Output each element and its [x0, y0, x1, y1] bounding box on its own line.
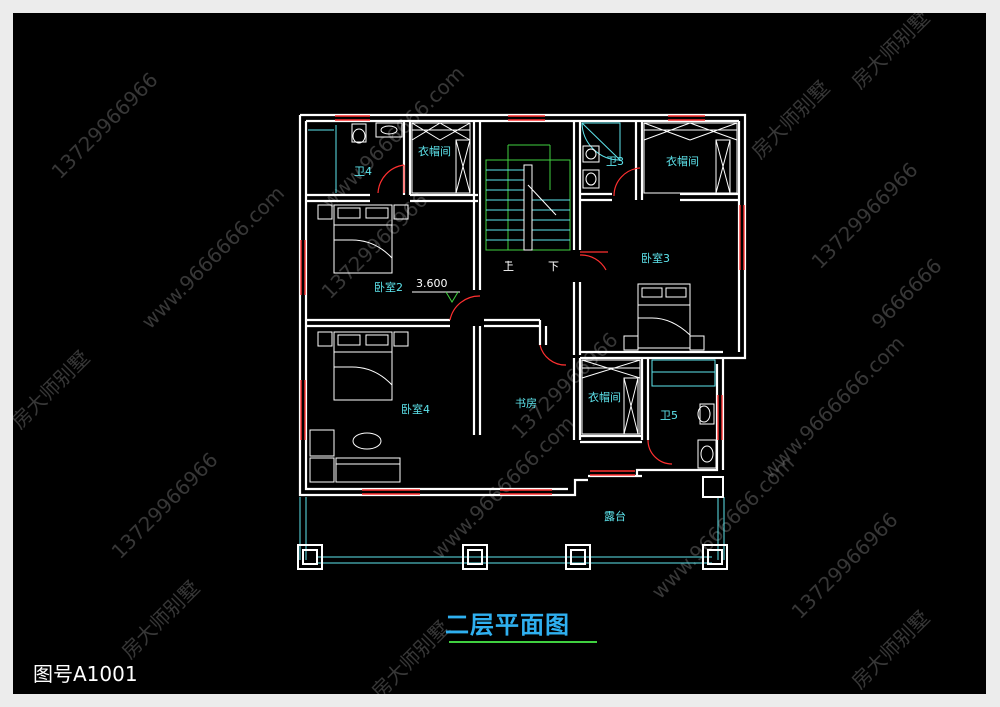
- room-label-study: 书房: [515, 397, 537, 410]
- room-label-closet-right: 衣帽间: [666, 154, 699, 168]
- windows: [300, 115, 745, 495]
- watermark-text: 房大师别墅: [13, 346, 94, 434]
- room-label-bath3: 卫3: [606, 155, 624, 168]
- bath-fixtures: [308, 122, 717, 469]
- stair-up-mark: 上: [503, 260, 514, 273]
- room-label-bedroom3: 卧室3: [641, 251, 670, 265]
- room-label-closet-lower: 衣帽间: [588, 390, 621, 404]
- room-label-bath5: 卫5: [660, 409, 678, 422]
- stair-down-mark: 下: [548, 260, 559, 273]
- doors: [377, 164, 673, 465]
- room-label-bath4: 卫4: [354, 165, 372, 178]
- terrace-column: [297, 476, 728, 570]
- watermark-text: 房大师别墅: [747, 76, 835, 164]
- floor-plan: 13729966966 房大师别墅 www.9666666.com 137299…: [13, 13, 947, 694]
- elevation-label: 3.600: [416, 277, 448, 290]
- room-label-bedroom2: 卧室2: [374, 280, 403, 294]
- walls: [298, 113, 747, 497]
- watermark-text: 9666666: [867, 254, 947, 334]
- room-label-closet-left: 衣帽间: [418, 144, 451, 158]
- watermark-text: www.9666666.com: [137, 181, 290, 334]
- cad-canvas: 13729966966 房大师别墅 www.9666666.com 137299…: [13, 13, 986, 694]
- drawing-title: 二层平面图: [445, 611, 570, 639]
- watermark-text: 房大师别墅: [847, 13, 935, 94]
- closet-fixtures: [411, 122, 738, 435]
- elevation-marker: 3.600: [412, 277, 460, 303]
- watermark-text: 13729966966: [47, 68, 163, 184]
- watermark-text: 13729966966: [807, 158, 923, 274]
- watermark-text: www.9666666.com: [757, 331, 910, 484]
- room-label-terrace: 露台: [604, 509, 626, 523]
- stairs: [485, 144, 571, 263]
- bed-furniture: [317, 204, 705, 401]
- terrace: [297, 476, 728, 570]
- title-underline: [449, 641, 597, 643]
- watermark-text: 房大师别墅: [117, 576, 205, 664]
- watermark-text: 13729966966: [107, 448, 223, 564]
- watermark-text: 房大师别墅: [847, 606, 935, 694]
- drawing-number: 图号A1001: [33, 662, 138, 686]
- watermark-text: 13729966966: [787, 508, 903, 624]
- watermark-text: www.9666666.com: [427, 411, 580, 564]
- watermark-text: 房大师别墅: [367, 616, 455, 694]
- room-label-bedroom4: 卧室4: [401, 402, 430, 416]
- sofa-set: [309, 429, 401, 483]
